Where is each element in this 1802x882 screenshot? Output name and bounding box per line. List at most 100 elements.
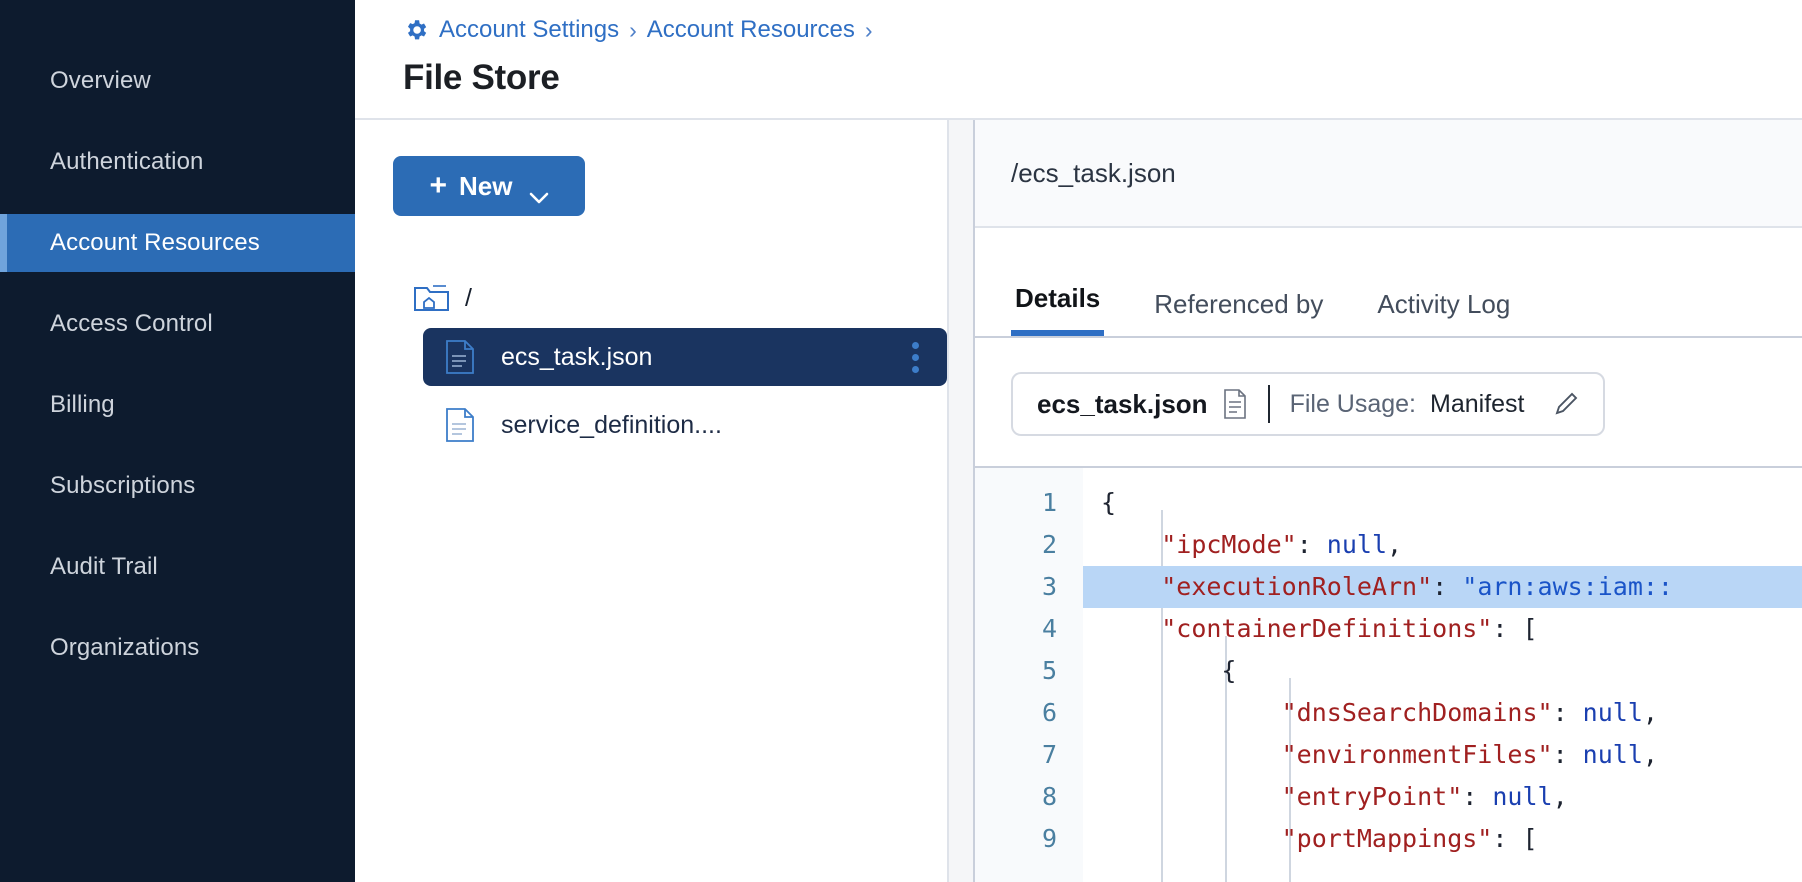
code-line[interactable]: "containerDefinitions": [ xyxy=(1083,608,1802,650)
code-token-punc: : xyxy=(1296,530,1327,559)
code-token-key: "portMappings" xyxy=(1281,824,1493,853)
breadcrumb-item-account-settings[interactable]: Account Settings xyxy=(439,16,620,43)
code-token-punc xyxy=(1101,740,1282,769)
code-token-val: null xyxy=(1582,698,1643,727)
code-token-punc: : xyxy=(1432,572,1463,601)
code-content[interactable]: { "ipcMode": null, "executionRoleArn": "… xyxy=(1083,468,1802,882)
line-number: 8 xyxy=(1041,782,1057,811)
file-usage-row: ecs_task.json File Usage: Manifest xyxy=(975,338,1802,466)
pencil-icon[interactable] xyxy=(1551,389,1581,419)
code-token-key: "ipcMode" xyxy=(1161,530,1297,559)
chip-file-name: ecs_task.json xyxy=(1037,388,1208,419)
code-token-str: "arn:aws:iam:: xyxy=(1462,572,1673,601)
code-token-punc xyxy=(1101,572,1161,601)
code-token-val: null xyxy=(1582,740,1643,769)
code-token-punc xyxy=(1101,614,1161,643)
code-line[interactable]: { xyxy=(1083,482,1802,524)
code-token-punc: , xyxy=(1642,740,1658,769)
file-json-icon xyxy=(445,407,475,443)
code-token-punc xyxy=(1101,698,1282,727)
file-name-label: ecs_task.json xyxy=(501,342,653,371)
sidebar-item-subscriptions[interactable]: Subscriptions xyxy=(0,457,355,515)
code-line[interactable]: { xyxy=(1083,650,1802,692)
file-usage-value: Manifest xyxy=(1430,389,1525,418)
code-line[interactable]: "dnsSearchDomains": null, xyxy=(1083,692,1802,734)
code-line[interactable]: "entryPoint": null, xyxy=(1083,776,1802,818)
plus-icon: + xyxy=(429,169,448,202)
sidebar-item-label: Account Resources xyxy=(50,229,260,256)
file-usage-label: File Usage: xyxy=(1289,389,1417,418)
code-token-punc xyxy=(1101,824,1282,853)
sidebar-item-label: Audit Trail xyxy=(50,553,158,580)
code-token-punc: , xyxy=(1552,782,1568,811)
body-area: + New xyxy=(355,120,1802,882)
line-number: 2 xyxy=(1041,530,1057,559)
breadcrumb-item-account-resources[interactable]: Account Resources xyxy=(646,16,855,43)
code-token-punc: : xyxy=(1552,740,1583,769)
code-token-punc: , xyxy=(1387,530,1403,559)
code-token-val: null xyxy=(1326,530,1388,559)
code-token-punc xyxy=(1101,782,1282,811)
sidebar-item-audit-trail[interactable]: Audit Trail xyxy=(0,538,355,596)
tab-details[interactable]: Details xyxy=(1011,283,1105,336)
file-tree-item[interactable]: service_definition.... xyxy=(423,396,947,454)
sidebar-item-label: Organizations xyxy=(50,634,200,661)
document-icon xyxy=(1222,388,1248,420)
line-number: 9 xyxy=(1041,824,1057,853)
sidebar-item-overview[interactable]: Overview xyxy=(0,52,355,110)
file-tree-pane: + New xyxy=(355,120,947,882)
code-token-key: "containerDefinitions" xyxy=(1161,614,1493,643)
code-token-punc: : xyxy=(1552,698,1583,727)
sidebar-item-authentication[interactable]: Authentication xyxy=(0,133,355,191)
sidebar-item-account-resources[interactable]: Account Resources xyxy=(0,214,355,272)
new-button-label: New xyxy=(459,170,513,201)
tree-root-folder[interactable]: / xyxy=(393,278,947,318)
code-token-punc: { xyxy=(1101,656,1237,685)
file-tree-item[interactable]: ecs_task.json xyxy=(423,328,947,386)
line-number: 6 xyxy=(1041,698,1057,727)
code-line[interactable]: "environmentFiles": null, xyxy=(1083,734,1802,776)
tab-referenced-by[interactable]: Referenced by xyxy=(1154,289,1324,319)
tab-bar: Details Referenced by Activity Log xyxy=(975,228,1802,338)
folder-home-icon xyxy=(413,282,451,314)
file-json-icon xyxy=(445,339,475,375)
main-region: Account Settings › Account Resources › F… xyxy=(355,0,1802,882)
code-token-key: "entryPoint" xyxy=(1281,782,1463,811)
line-number: 7 xyxy=(1041,740,1057,769)
breadcrumb-separator-2: › xyxy=(864,16,873,43)
code-line[interactable]: "portMappings": [ xyxy=(1083,818,1802,860)
line-number: 1 xyxy=(1041,488,1057,517)
gear-icon xyxy=(403,17,429,43)
sidebar-item-billing[interactable]: Billing xyxy=(0,376,355,434)
kebab-menu-icon[interactable] xyxy=(902,336,929,379)
code-token-key: "environmentFiles" xyxy=(1281,740,1553,769)
breadcrumb: Account Settings › Account Resources › xyxy=(403,8,1802,52)
page-title: File Store xyxy=(403,58,560,97)
code-token-punc xyxy=(1101,530,1161,559)
code-token-key: "dnsSearchDomains" xyxy=(1281,698,1553,727)
sidebar-item-organizations[interactable]: Organizations xyxy=(0,619,355,677)
code-token-punc: : xyxy=(1462,782,1493,811)
sidebar-item-access-control[interactable]: Access Control xyxy=(0,295,355,353)
pane-splitter[interactable] xyxy=(947,120,975,882)
line-number: 3 xyxy=(1041,572,1057,601)
tree-root-label: / xyxy=(465,283,472,312)
file-tree: / ecs_task.json service_definition.... xyxy=(393,278,947,454)
file-name-label: service_definition.... xyxy=(501,410,722,439)
code-token-punc: { xyxy=(1101,488,1117,517)
line-number: 4 xyxy=(1041,614,1057,643)
new-button[interactable]: + New xyxy=(393,156,585,216)
file-usage-chip: ecs_task.json File Usage: Manifest xyxy=(1011,372,1605,436)
code-line[interactable]: "ipcMode": null, xyxy=(1083,524,1802,566)
sidebar-item-label: Authentication xyxy=(50,148,204,175)
code-line[interactable]: "executionRoleArn": "arn:aws:iam:: xyxy=(1083,566,1802,608)
breadcrumb-separator: › xyxy=(629,16,637,43)
top-bar: Account Settings › Account Resources › F… xyxy=(355,0,1802,120)
sidebar-item-label: Subscriptions xyxy=(50,472,196,499)
tab-activity-log[interactable]: Activity Log xyxy=(1377,289,1511,319)
code-token-val: null xyxy=(1492,782,1553,811)
